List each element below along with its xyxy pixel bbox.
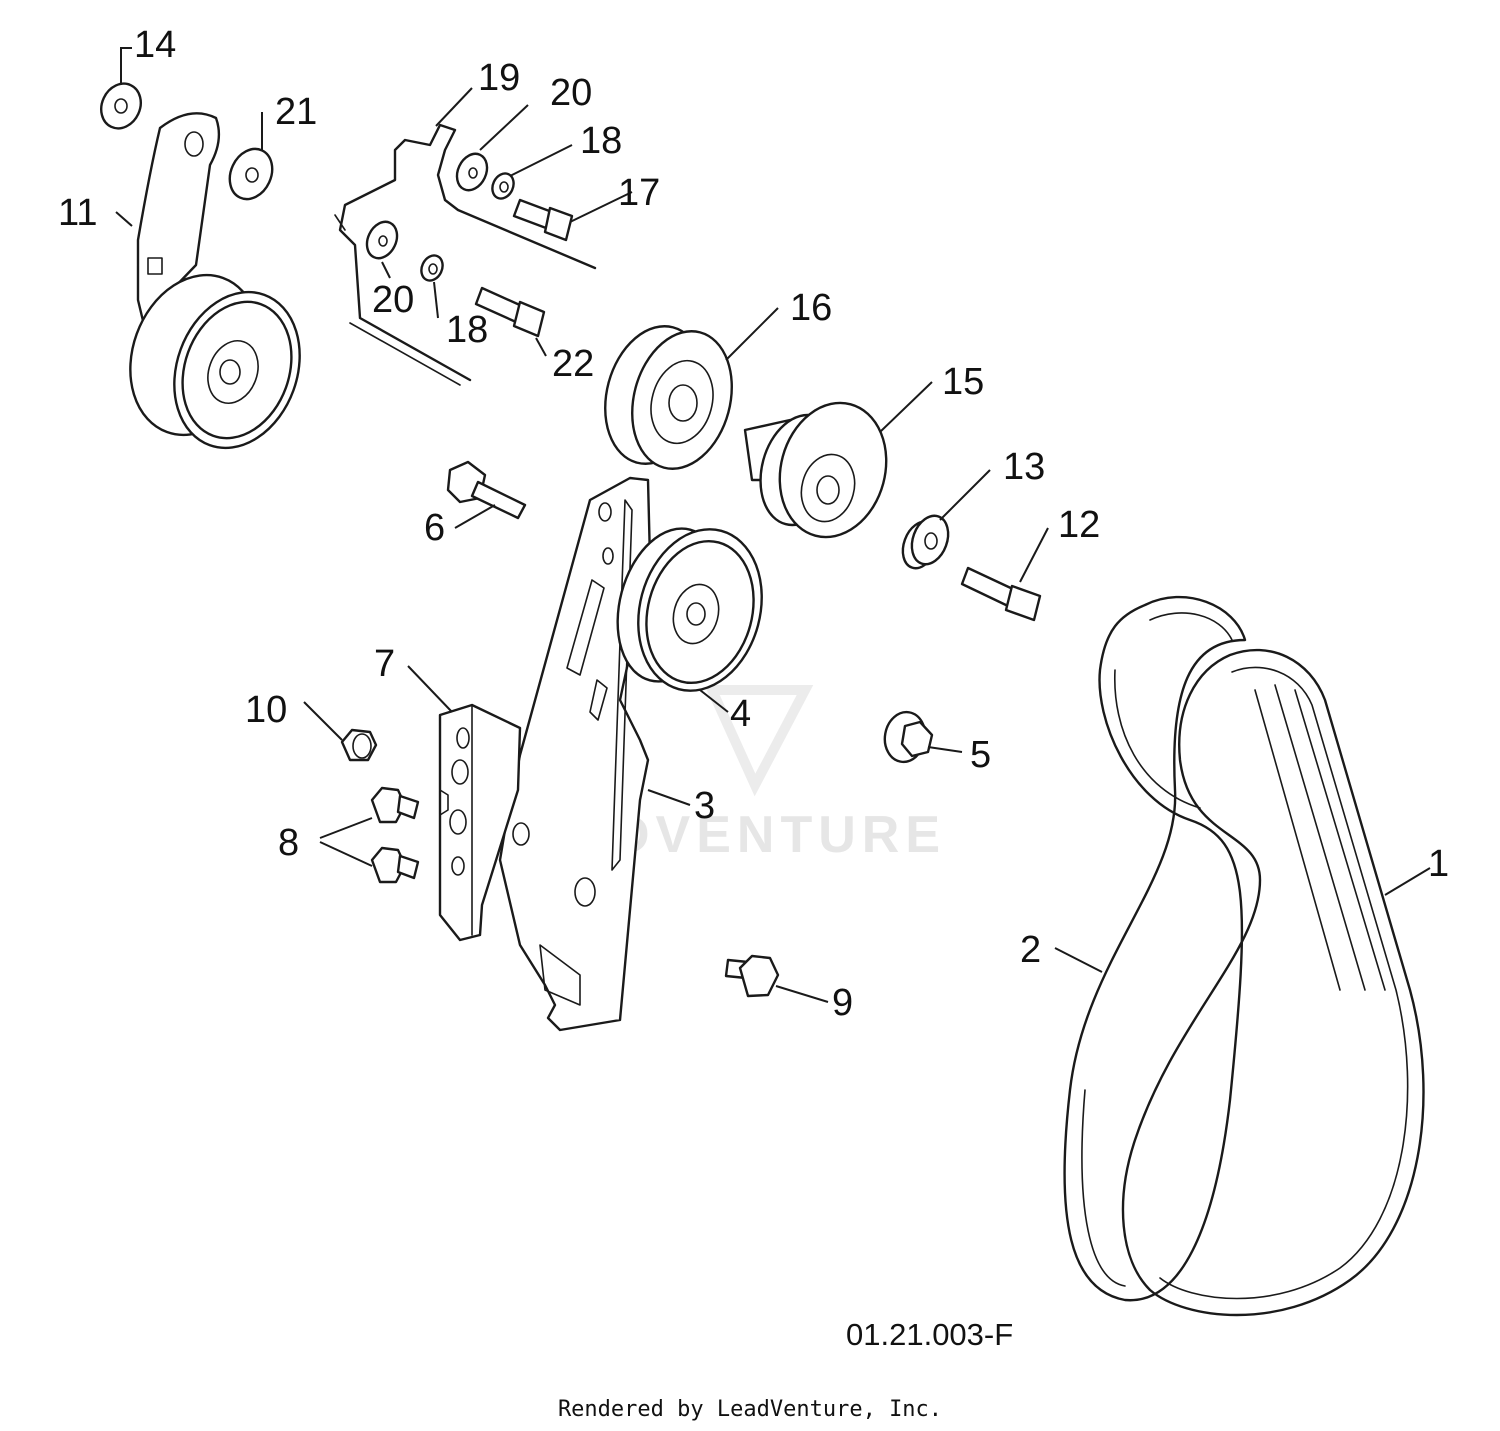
callout-19: 19 bbox=[478, 57, 520, 99]
callout-16: 16 bbox=[790, 287, 832, 329]
part-10-nut bbox=[340, 728, 378, 762]
part-8-bolt-upper bbox=[370, 786, 420, 824]
part-13-spacer bbox=[901, 514, 950, 570]
callout-18-lower: 18 bbox=[446, 309, 488, 351]
callout-15: 15 bbox=[942, 361, 984, 403]
callout-20-upper: 20 bbox=[550, 72, 592, 114]
callout-12: 12 bbox=[1058, 504, 1100, 546]
part-12-bolt bbox=[960, 566, 1042, 622]
part-3-bracket bbox=[498, 476, 652, 1032]
part-8-bolt-lower bbox=[370, 846, 420, 884]
callout-4: 4 bbox=[730, 693, 751, 735]
part-18-lockwasher-lower bbox=[420, 254, 444, 282]
callout-7: 7 bbox=[374, 643, 395, 685]
callout-9: 9 bbox=[832, 982, 853, 1024]
part-4-pulley bbox=[616, 527, 763, 692]
callout-2: 2 bbox=[1020, 929, 1041, 971]
part-22-bolt bbox=[474, 286, 546, 338]
leader-lines bbox=[115, 47, 1431, 1003]
part-7-plate bbox=[438, 703, 522, 942]
drawing-code: 01.21.003-F bbox=[846, 1317, 1013, 1352]
callout-1: 1 bbox=[1428, 843, 1449, 885]
part-15-flanged-pulley bbox=[743, 401, 888, 539]
callout-18-upper: 18 bbox=[580, 120, 622, 162]
part-2-belt bbox=[1063, 595, 1247, 1302]
part-20-washer-lower bbox=[365, 220, 399, 260]
callout-6: 6 bbox=[424, 507, 445, 549]
callouts: 14 21 11 19 20 18 17 20 18 22 16 15 13 1… bbox=[58, 24, 1449, 1024]
callout-22: 22 bbox=[552, 343, 594, 385]
part-20-washer-upper bbox=[455, 152, 489, 192]
part-14-washer bbox=[100, 82, 142, 130]
callout-14: 14 bbox=[134, 24, 176, 66]
part-18-lockwasher-upper bbox=[491, 172, 515, 200]
part-16-pulley bbox=[604, 325, 733, 470]
callout-10: 10 bbox=[245, 689, 287, 731]
callout-21: 21 bbox=[275, 91, 317, 133]
callout-3: 3 bbox=[694, 785, 715, 827]
callout-8: 8 bbox=[278, 822, 299, 864]
part-11-idler-arm bbox=[136, 112, 221, 352]
callout-17: 17 bbox=[618, 172, 660, 214]
part-21-washer bbox=[228, 147, 274, 201]
callout-11: 11 bbox=[58, 192, 97, 234]
callout-5: 5 bbox=[970, 734, 991, 776]
part-9-bolt bbox=[724, 954, 780, 998]
callout-20-lower: 20 bbox=[372, 279, 414, 321]
part-5-flange-nut bbox=[883, 710, 934, 764]
rendered-by-footer: Rendered by LeadVenture, Inc. bbox=[558, 1397, 942, 1422]
part-11-idler-pulley bbox=[129, 273, 301, 450]
part-19-rod bbox=[334, 123, 597, 386]
part-17-bolt bbox=[512, 198, 574, 242]
part-1-belt bbox=[1121, 648, 1425, 1317]
part-6-bolt bbox=[446, 460, 527, 520]
callout-13: 13 bbox=[1003, 446, 1045, 488]
